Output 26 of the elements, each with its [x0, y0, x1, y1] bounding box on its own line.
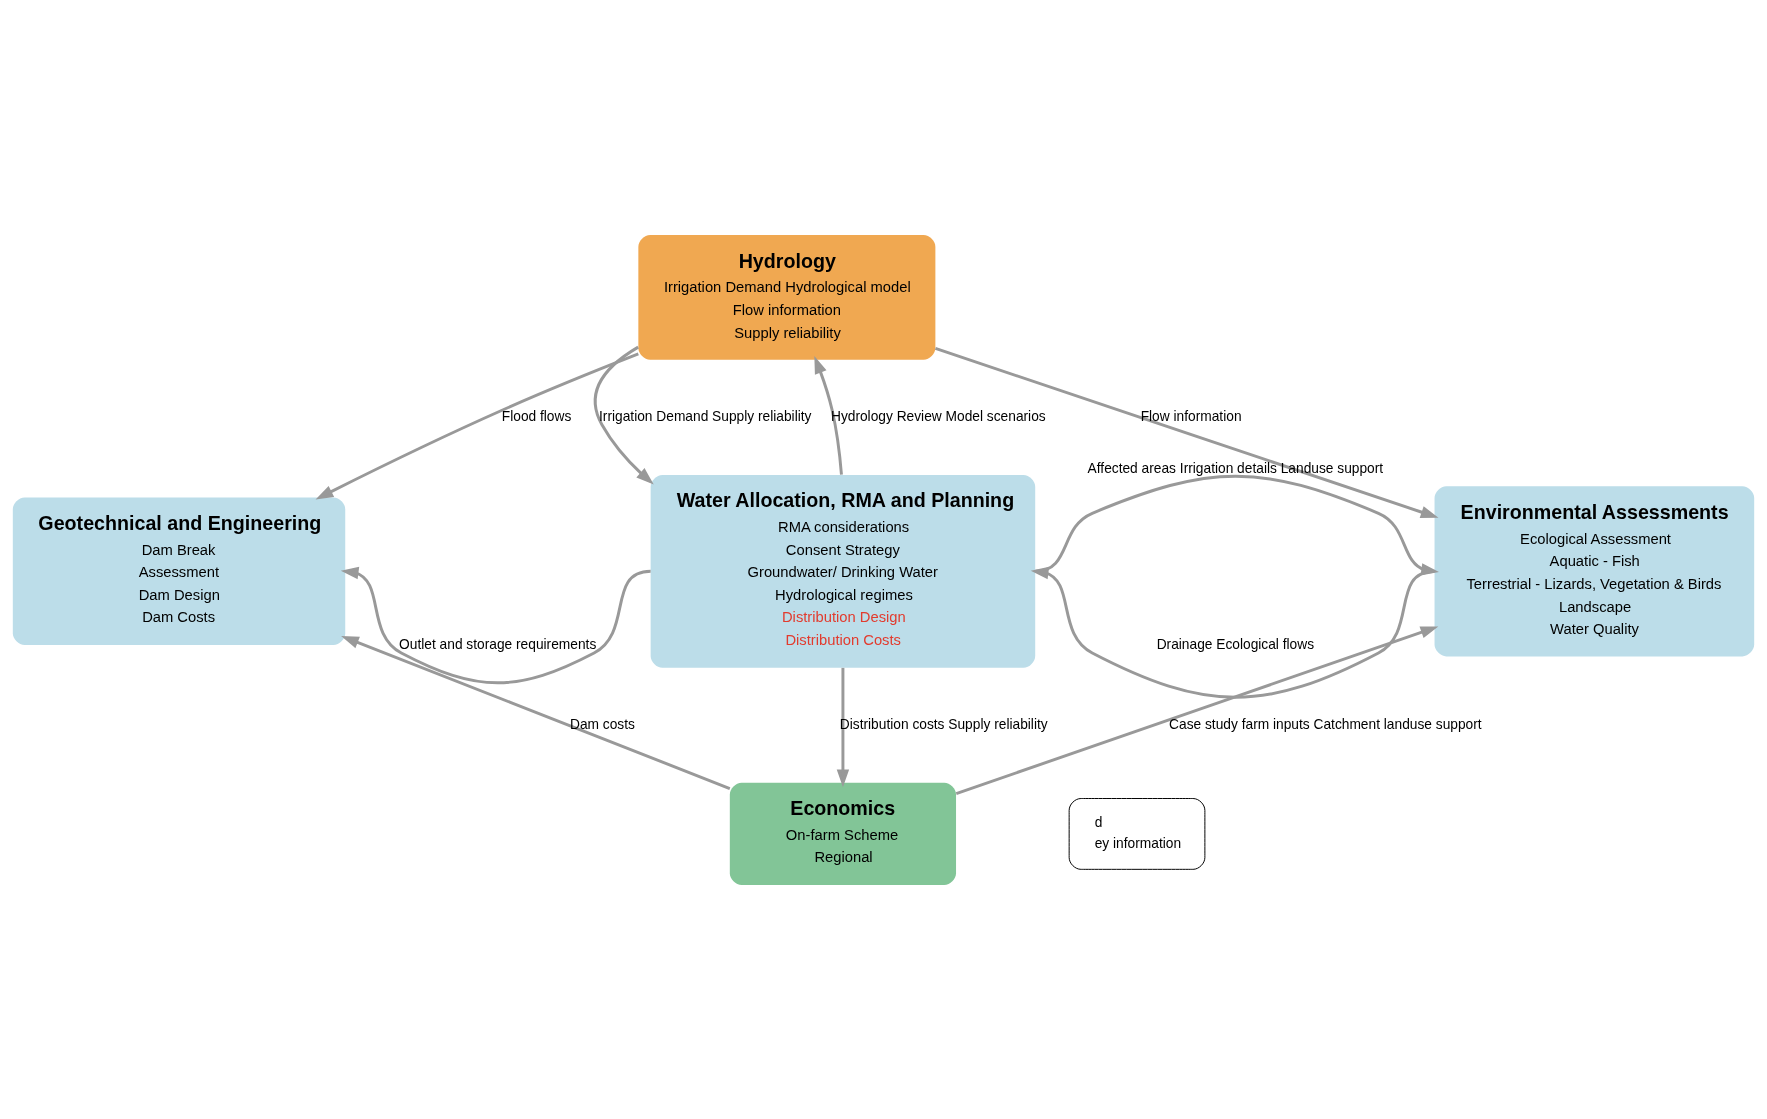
arrow — [340, 566, 651, 684]
arrow — [814, 355, 843, 475]
arrow — [955, 625, 1439, 795]
node-box: Geotechnical and Engineering Dam Break Assessment Dam Design Dam Costs — [12, 497, 346, 645]
edge-label: Flood flows — [501, 408, 572, 424]
arrow — [315, 352, 639, 499]
edge-label: Affected areas Irrigation details Landuse support — [1087, 460, 1384, 476]
node-box: Water Allocation, RMA and Planning RMA considerations Consent Strategy Groundwater/ Drinking Water Hydrological regimes Distribution Design Distribution Costs — [650, 474, 1036, 668]
node-box: Environmental Assessments Ecological Assessment Aquatic - Fish Terrestrial - Lizards, Vegetation & Birds Landscape Water Quality — [1434, 485, 1755, 656]
arrow — [593, 345, 654, 484]
node-box: Hydrology Irrigation Demand Hydrological model Flow information Supply reliability — [638, 234, 936, 360]
edge-label: Irrigation Demand Supply reliability — [599, 408, 812, 424]
edge-label: Drainage Ecological flows — [1156, 636, 1315, 652]
label: ey information — [1094, 835, 1182, 851]
arrow — [836, 667, 850, 787]
label: d — [1094, 814, 1103, 830]
edge-label: Hydrology Review Model scenarios — [830, 408, 1046, 424]
edge-label: Dam costs — [569, 716, 635, 732]
arrow — [934, 346, 1439, 518]
edge-label: Case study farm inputs Catchment landuse support — [1169, 716, 1482, 732]
node-box: Economics On-farm Scheme Regional — [729, 782, 957, 885]
edge-label: Distribution costs Supply reliability — [839, 716, 1048, 732]
edge-label: Flow information — [1140, 408, 1242, 424]
edge-label: Outlet and storage requirements — [399, 636, 597, 652]
arrow — [1030, 566, 1435, 699]
arrow — [341, 635, 731, 790]
